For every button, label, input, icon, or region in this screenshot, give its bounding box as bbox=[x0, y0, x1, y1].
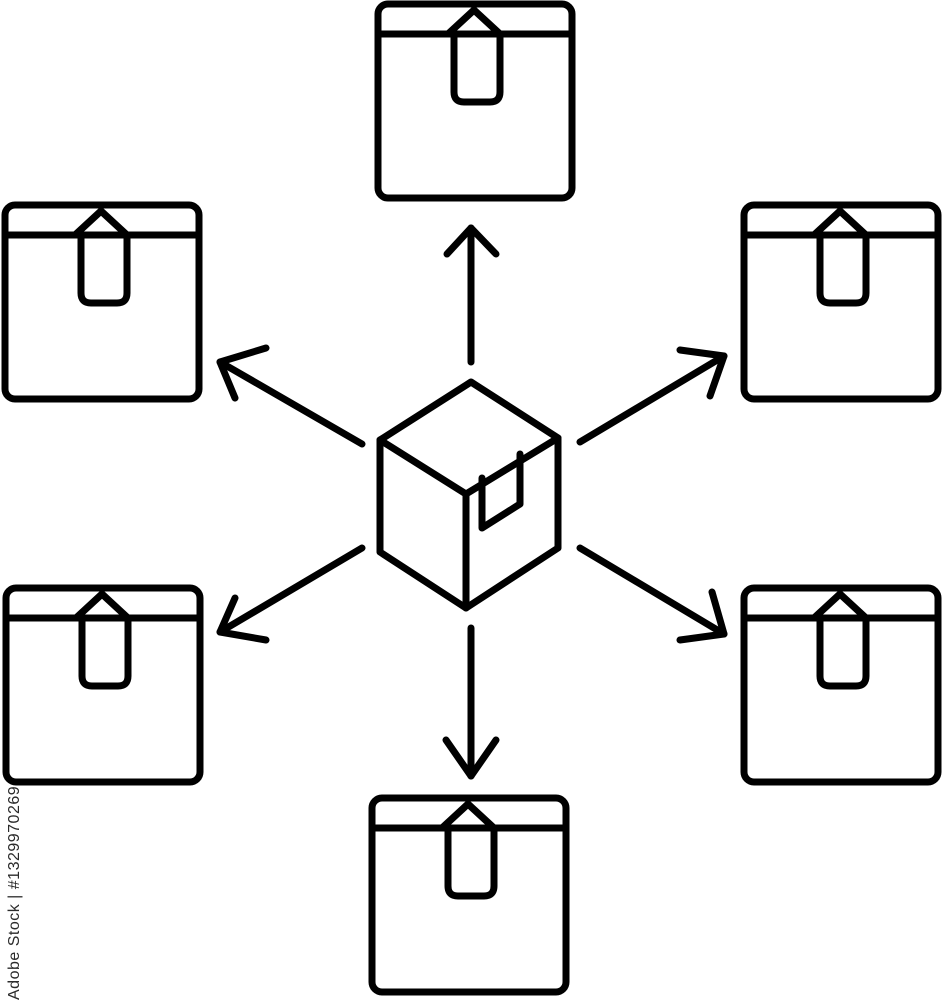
box-bottom bbox=[372, 798, 566, 992]
cardboard-box-icon bbox=[744, 205, 938, 399]
arrow-upper-left bbox=[216, 344, 366, 448]
arrow-lower-left bbox=[216, 544, 366, 644]
box-top bbox=[378, 4, 572, 198]
watermark-label: Adobe Stock | #1329970269 bbox=[6, 785, 23, 1000]
box-upper-right bbox=[744, 205, 938, 399]
box-lower-right bbox=[744, 588, 938, 782]
box-lower-left bbox=[6, 588, 200, 782]
cardboard-box-icon bbox=[5, 205, 199, 399]
cardboard-box-icon bbox=[6, 588, 200, 782]
cardboard-box-icon bbox=[372, 798, 566, 992]
arrow-down bbox=[442, 624, 500, 780]
cardboard-box-icon bbox=[744, 588, 938, 782]
arrow-upper-right bbox=[576, 346, 728, 446]
cardboard-box-icon bbox=[378, 4, 572, 198]
arrow-up bbox=[443, 224, 500, 366]
arrow-lower-right bbox=[576, 544, 728, 644]
center-cube-icon bbox=[376, 378, 562, 612]
box-upper-left bbox=[5, 205, 199, 399]
